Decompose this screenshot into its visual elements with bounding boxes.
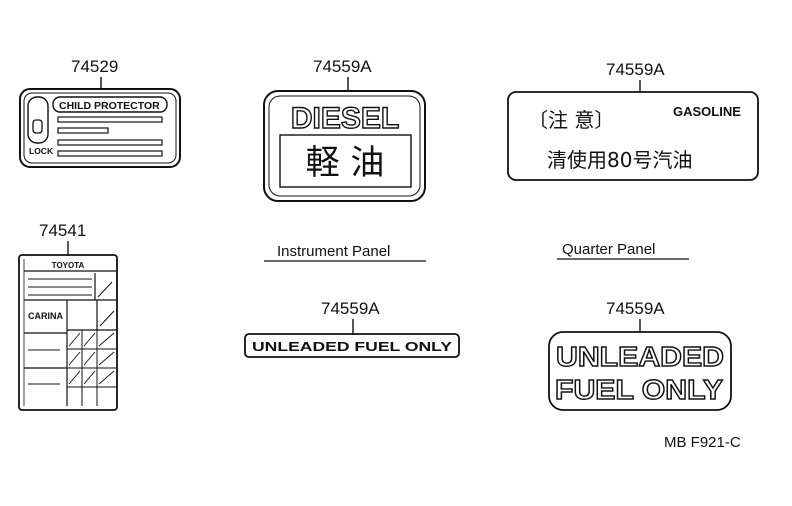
text-bar bbox=[57, 127, 109, 134]
diesel-kanji: 軽 油 bbox=[306, 143, 385, 183]
label-outline bbox=[244, 333, 460, 358]
part-number-unleaded-large: 74559A bbox=[606, 299, 665, 318]
carina-model: CARINA bbox=[28, 311, 63, 321]
unleaded-small-text: UNLEADED FUEL ONLY bbox=[252, 339, 452, 354]
diagonal bbox=[97, 281, 113, 298]
kanji-box bbox=[279, 134, 412, 188]
label-inner-outline bbox=[23, 92, 177, 164]
lock-text: LOCK bbox=[29, 146, 54, 156]
diesel-label: 74559A DIESEL 軽 油 bbox=[263, 57, 426, 202]
label-outline bbox=[548, 331, 732, 411]
diagonal bbox=[99, 310, 115, 327]
gasoline-word: GASOLINE bbox=[673, 104, 741, 119]
part-number-diesel: 74559A bbox=[313, 57, 372, 76]
lock-switch-knob bbox=[32, 119, 43, 134]
child-protector-title: CHILD PROTECTOR bbox=[59, 100, 160, 112]
label-outline bbox=[263, 90, 426, 202]
unleaded-large-line1: UNLEADED bbox=[556, 341, 724, 372]
child-protector-label: 74529 CHILD PROTECTOR LOCK bbox=[19, 57, 181, 168]
caption-instrument-panel: Instrument Panel bbox=[277, 243, 390, 260]
part-number-74529: 74529 bbox=[71, 57, 118, 76]
tire-pressure-label: 74541 TOYOTA CARINA bbox=[18, 221, 118, 411]
text-bar bbox=[57, 150, 163, 157]
gasoline-label: 74559A 〔注 意〕 GASOLINE 清使用80号汽油 bbox=[507, 60, 759, 181]
unleaded-large-label: 74559A UNLEADED FUEL ONLY bbox=[548, 299, 732, 411]
gasoline-notice: 清使用80号汽油 bbox=[547, 148, 692, 172]
label-outline bbox=[507, 91, 759, 181]
diesel-word: DIESEL bbox=[291, 102, 399, 135]
label-outline bbox=[19, 88, 181, 168]
text-bar bbox=[57, 116, 163, 123]
text-bar bbox=[57, 139, 163, 146]
part-number-74541: 74541 bbox=[39, 221, 86, 240]
lock-switch-outline bbox=[27, 96, 49, 144]
caution-heading: 〔注 意〕 bbox=[528, 108, 614, 132]
label-outline bbox=[18, 254, 118, 411]
figure-code: MB F921-C bbox=[664, 434, 741, 451]
part-number-gasoline: 74559A bbox=[606, 60, 665, 79]
label-inner-outline bbox=[268, 95, 421, 197]
part-number-unleaded-small: 74559A bbox=[321, 299, 380, 318]
caption-quarter-panel: Quarter Panel bbox=[562, 241, 655, 258]
grid-diagonals bbox=[68, 332, 115, 385]
toyota-brand: TOYOTA bbox=[52, 261, 85, 270]
unleaded-small-label: 74559A UNLEADED FUEL ONLY bbox=[244, 299, 460, 358]
unleaded-large-line2: FUEL ONLY bbox=[555, 374, 723, 405]
title-pill bbox=[52, 96, 168, 113]
